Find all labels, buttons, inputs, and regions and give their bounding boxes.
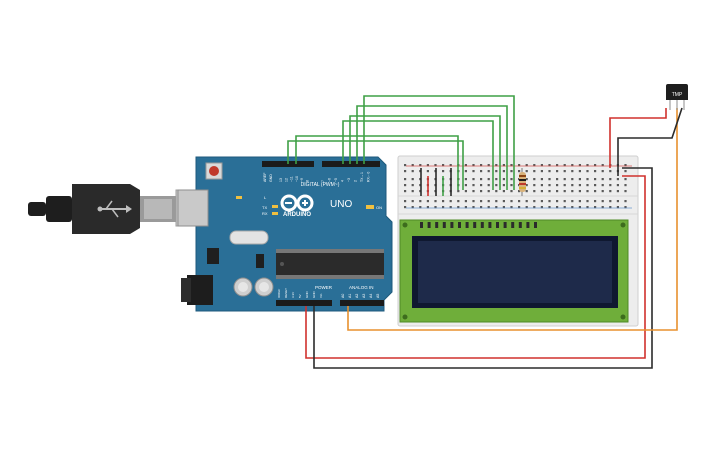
green-wire xyxy=(356,105,508,190)
aref-label: AREF xyxy=(263,173,267,182)
pin-label: ~11 xyxy=(290,176,294,182)
pin-label: ~6 xyxy=(328,178,332,182)
rx-label: RX xyxy=(262,211,268,216)
digital-header-low xyxy=(322,161,380,167)
led-on xyxy=(366,205,374,209)
lcd-pins xyxy=(420,222,537,228)
pin-label: ~5 xyxy=(334,178,338,182)
analog-header xyxy=(340,300,384,306)
analog-pin-label: A3 xyxy=(362,294,366,298)
brand-label: ARDUINO xyxy=(283,212,311,218)
wires xyxy=(287,95,683,369)
pin-label: ~9 xyxy=(300,178,304,182)
pin-label: 12 xyxy=(284,178,288,182)
pin-label: TX→1 xyxy=(360,172,364,182)
green-wires xyxy=(287,95,515,190)
crystal xyxy=(229,230,269,245)
tx-label: TX xyxy=(262,205,267,210)
usb-icon xyxy=(97,200,132,218)
green-wire xyxy=(295,135,459,190)
power-pin-label: IOREF xyxy=(277,289,281,298)
sensor-label: TMP xyxy=(672,92,683,98)
power-pin-label: Vin xyxy=(319,293,323,298)
power-pin-label: 3.3V xyxy=(291,292,295,298)
arduino-logo-icon xyxy=(280,194,314,212)
wire-5v xyxy=(305,175,646,359)
reset-button[interactable] xyxy=(205,162,223,180)
on-label: ON xyxy=(376,205,382,210)
pin-label: 8 xyxy=(306,180,310,182)
pin-label: 4 xyxy=(341,180,345,182)
analog-pin-label: A0 xyxy=(341,294,345,298)
power-label: POWER xyxy=(315,285,333,290)
power-pin-label: GND xyxy=(312,291,316,299)
led-l xyxy=(236,196,242,199)
power-header xyxy=(276,300,332,306)
wire-sensor-vcc xyxy=(609,108,667,168)
green-wire xyxy=(342,120,494,190)
green-wire xyxy=(363,95,515,190)
pin-label: RX←0 xyxy=(367,172,371,182)
lcd-module[interactable] xyxy=(399,219,629,323)
analog-pin-label: A4 xyxy=(369,294,373,298)
analog-pin-label: A5 xyxy=(376,294,380,298)
digital-label: DIGITAL (PWM~) xyxy=(301,182,340,188)
pin-label: 2 xyxy=(354,180,358,182)
green-wire xyxy=(287,140,464,190)
power-pin-label: 5V xyxy=(298,294,302,298)
pin-label: 7 xyxy=(321,180,325,182)
gnd-label: GND xyxy=(269,174,273,182)
power-pin-label: GND xyxy=(305,291,309,299)
lcd-screen xyxy=(418,241,612,303)
wire-gnd xyxy=(313,167,653,369)
pin-label: ~3 xyxy=(347,178,351,182)
wire-sensor-gnd xyxy=(617,107,683,176)
pin-label: ~10 xyxy=(295,176,299,182)
microcontroller-chip xyxy=(276,249,384,279)
wire-a0 xyxy=(347,108,678,331)
power-pin-label: RESET xyxy=(284,288,288,298)
model-label: UNO xyxy=(330,199,352,210)
analog-label: ANALOG IN xyxy=(349,285,374,290)
l-label: L xyxy=(264,195,267,200)
analog-pin-label: A2 xyxy=(355,294,359,298)
green-wire xyxy=(349,115,501,190)
temperature-sensor[interactable]: TMP xyxy=(666,84,688,110)
pin-label: 13 xyxy=(279,178,283,182)
analog-pin-label: A1 xyxy=(348,294,352,298)
resistor[interactable] xyxy=(519,168,526,196)
